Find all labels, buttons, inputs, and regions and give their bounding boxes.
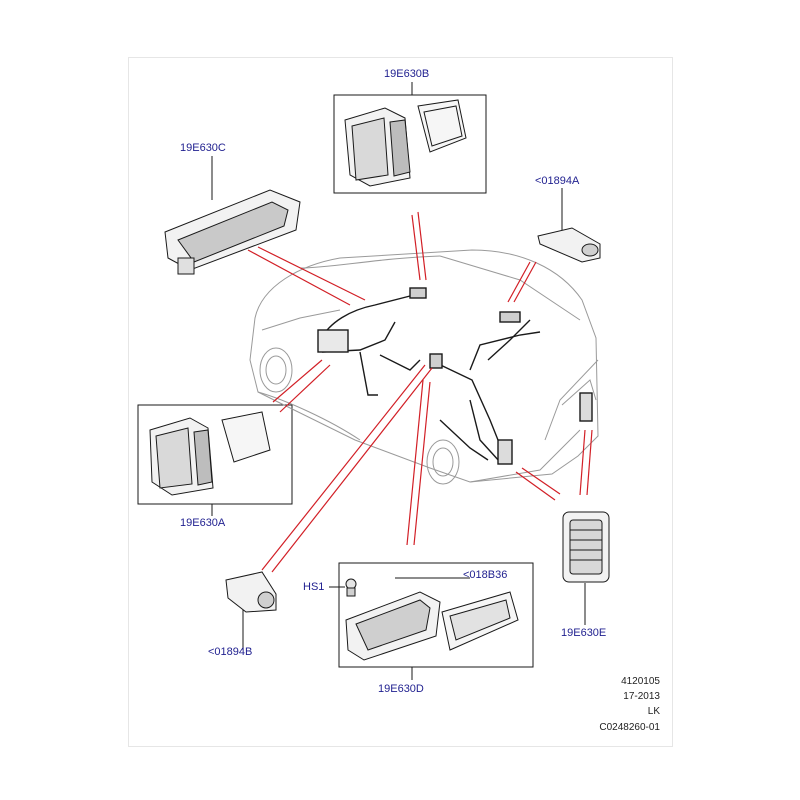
callout-19e630d: 19E630D xyxy=(378,683,424,695)
vent-19e630a-drawing xyxy=(149,411,271,496)
vehicle-outline xyxy=(249,249,599,485)
callout-hs1: HS1 xyxy=(303,581,325,593)
callout-19e630b: 19E630B xyxy=(384,68,430,80)
vent-19e630e-drawing xyxy=(562,511,610,583)
interior-ducting xyxy=(317,287,593,465)
callout-01894a: <01894A xyxy=(535,175,580,187)
vent-19e630c-drawing xyxy=(164,189,301,275)
detail-box-19e630b xyxy=(333,94,487,194)
callout-19e630a: 19E630A xyxy=(180,517,226,529)
duct-01894a-drawing xyxy=(537,227,601,263)
reference-line-3: LK xyxy=(647,706,660,717)
screw-hs1-drawing xyxy=(345,578,357,597)
reference-line-2: 17-2013 xyxy=(623,691,660,702)
detail-box-19e630d xyxy=(338,562,534,668)
detail-box-19e630a xyxy=(137,404,293,505)
duct-01894b-drawing xyxy=(225,571,277,613)
callout-018b36: <018B36 xyxy=(463,569,508,581)
vent-19e630b-drawing xyxy=(344,99,467,187)
vent-19e630d-drawing xyxy=(345,591,519,661)
reference-line-4: C0248260-01 xyxy=(599,722,660,733)
callout-19e630e: 19E630E xyxy=(561,627,607,639)
leader-lines xyxy=(247,211,593,573)
callout-01894b: <01894B xyxy=(208,646,253,658)
callout-leaders xyxy=(211,82,586,680)
callout-19e630c: 19E630C xyxy=(180,142,226,154)
reference-line-1: 4120105 xyxy=(621,676,660,687)
